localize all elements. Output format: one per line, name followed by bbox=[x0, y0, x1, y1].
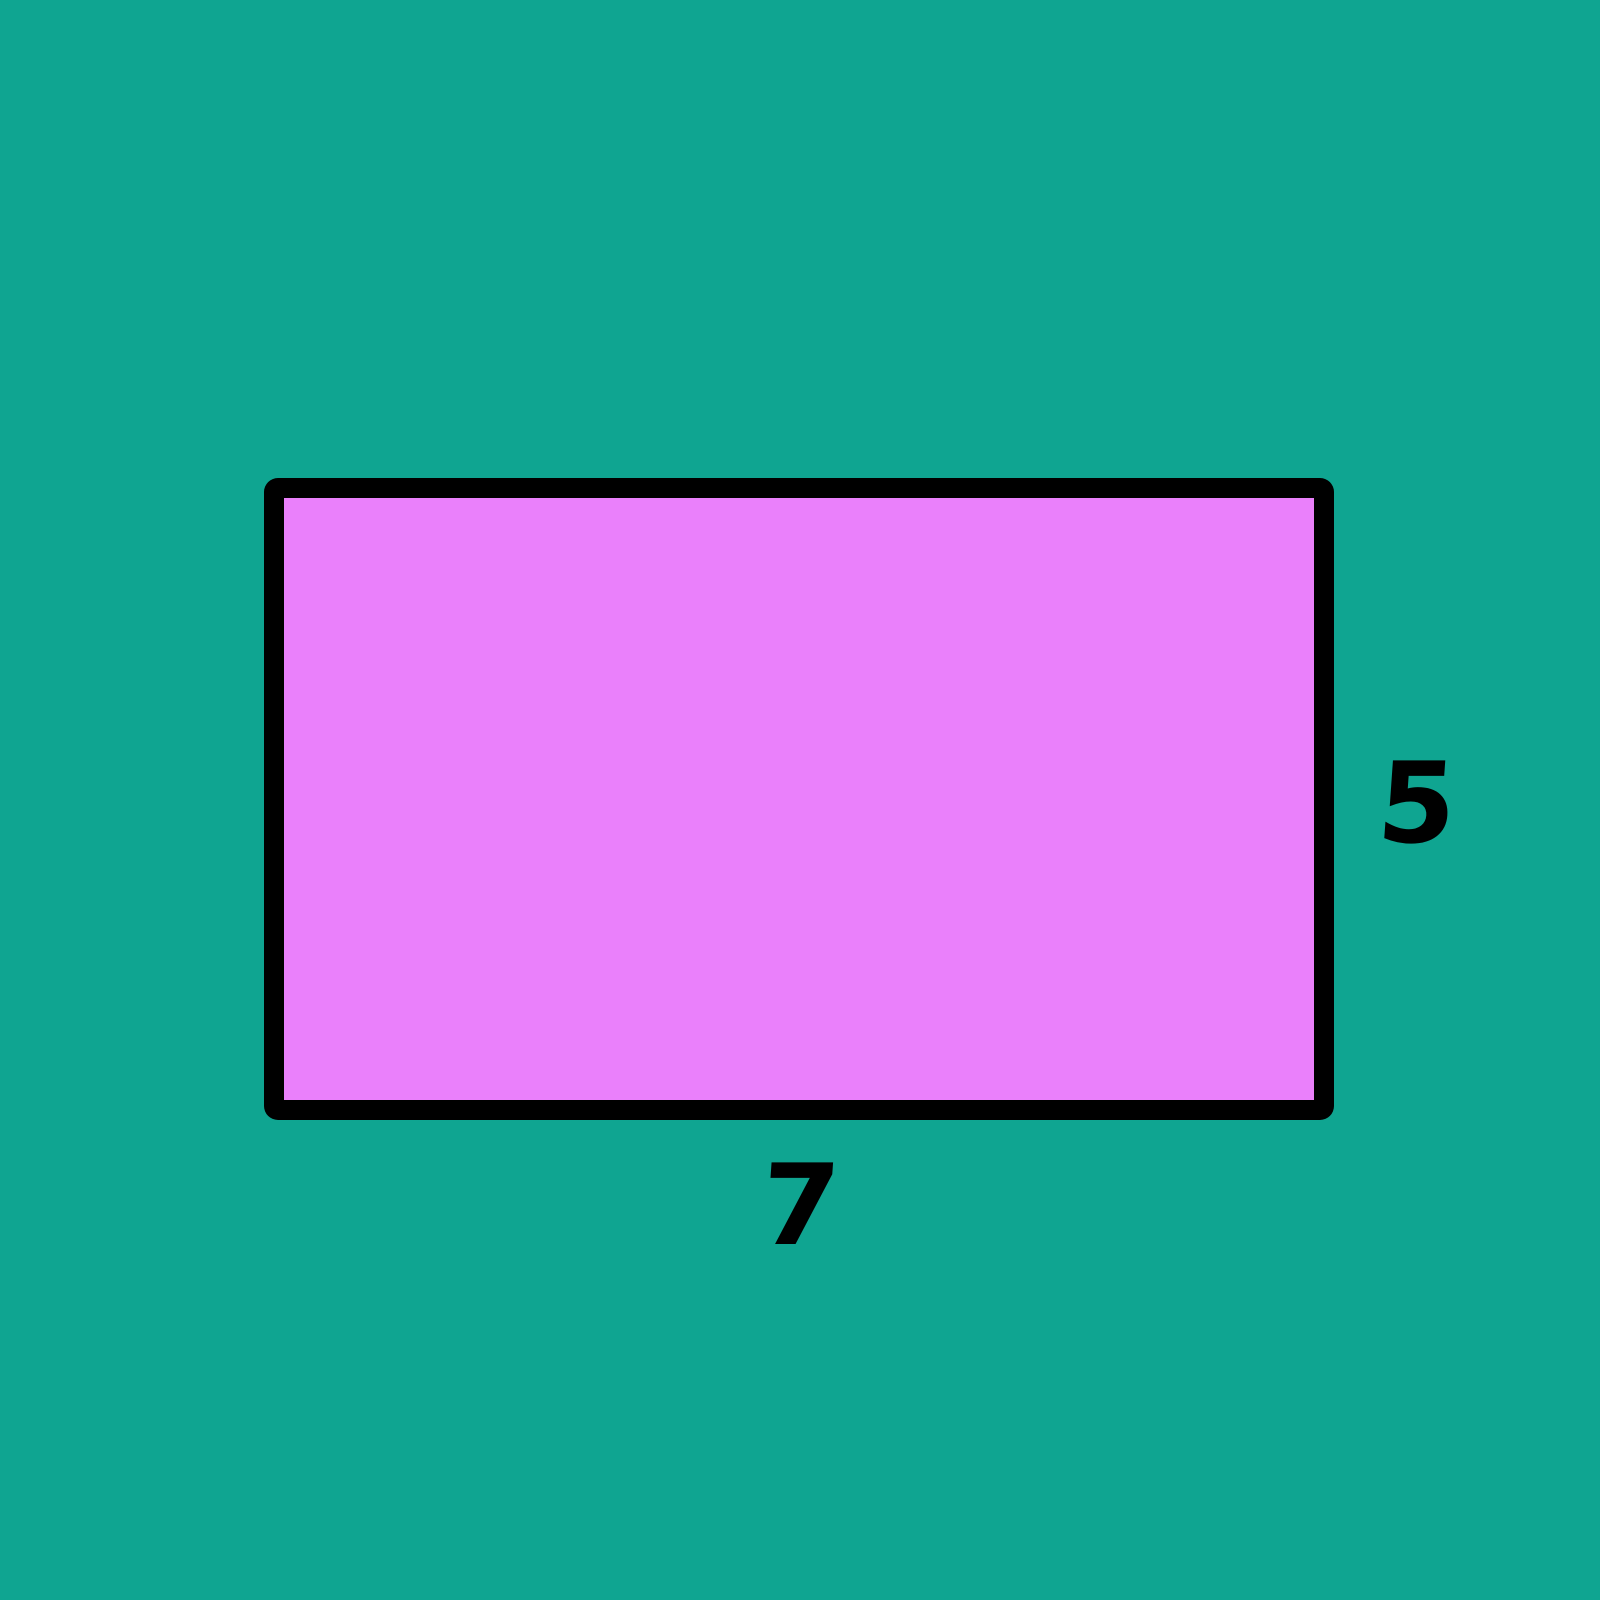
width-label: 7 bbox=[756, 1141, 844, 1271]
rectangle-shape bbox=[264, 478, 1334, 1120]
height-label: 5 bbox=[1373, 739, 1461, 869]
